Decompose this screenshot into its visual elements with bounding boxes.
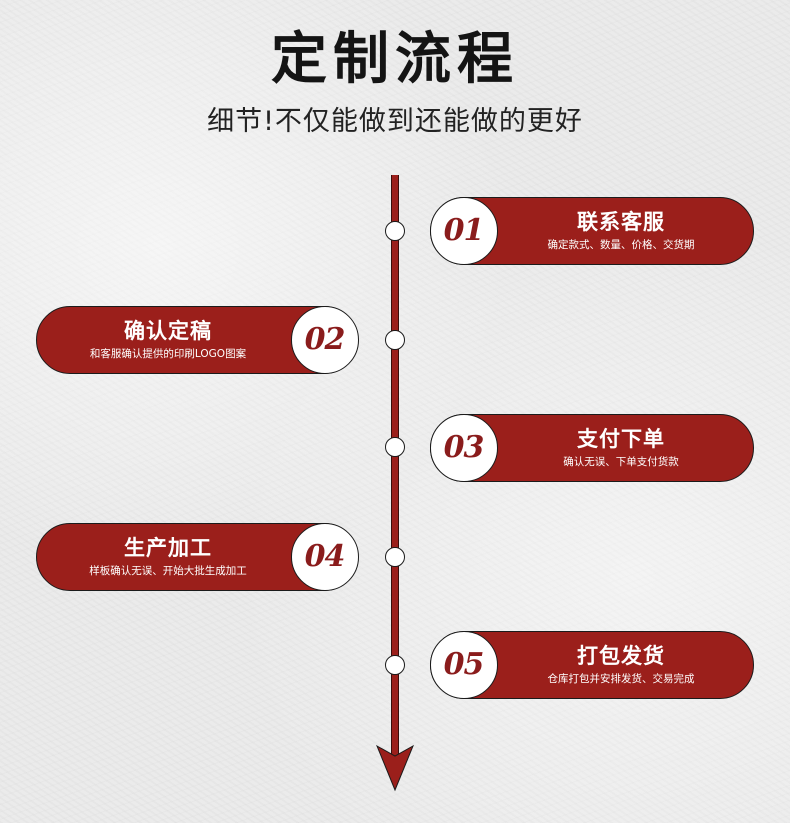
timeline-node-2 bbox=[385, 330, 405, 350]
step-description: 确认无误、下单支付货款 bbox=[563, 455, 679, 468]
step-card-5: 05 打包发货 仓库打包并安排发货、交易完成 bbox=[429, 630, 754, 699]
step-number-badge: 05 bbox=[429, 630, 498, 699]
step-description: 样板确认无误、开始大批生成加工 bbox=[89, 564, 247, 577]
step-number-badge: 02 bbox=[290, 305, 359, 374]
step-card-1: 01 联系客服 确定款式、数量、价格、交货期 bbox=[429, 196, 754, 265]
step-card-4: 生产加工 样板确认无误、开始大批生成加工 04 bbox=[36, 522, 359, 591]
step-title: 打包发货 bbox=[577, 643, 665, 668]
timeline-node-4 bbox=[385, 547, 405, 567]
step-number-badge: 01 bbox=[429, 196, 498, 265]
step-description: 确定款式、数量、价格、交货期 bbox=[547, 238, 695, 251]
step-number: 02 bbox=[304, 322, 346, 357]
step-description: 仓库打包并安排发货、交易完成 bbox=[547, 672, 695, 685]
step-card-2: 确认定稿 和客服确认提供的印刷LOGO图案 02 bbox=[36, 305, 359, 374]
step-number: 05 bbox=[443, 647, 485, 682]
step-number: 01 bbox=[443, 213, 485, 248]
page-title: 定制流程 bbox=[271, 26, 519, 92]
step-description: 和客服确认提供的印刷LOGO图案 bbox=[89, 347, 247, 360]
timeline-node-5 bbox=[385, 655, 405, 675]
step-title: 联系客服 bbox=[577, 209, 665, 234]
timeline-line bbox=[391, 175, 399, 760]
timeline-node-3 bbox=[385, 437, 405, 457]
step-title: 生产加工 bbox=[124, 535, 212, 560]
step-number: 03 bbox=[443, 430, 485, 465]
step-card-3: 03 支付下单 确认无误、下单支付货款 bbox=[429, 413, 754, 482]
step-title: 确认定稿 bbox=[124, 318, 212, 343]
arrow-down-icon bbox=[376, 744, 414, 792]
step-number: 04 bbox=[304, 539, 346, 574]
step-title: 支付下单 bbox=[577, 426, 665, 451]
step-number-badge: 03 bbox=[429, 413, 498, 482]
page-subtitle: 细节!不仅能做到还能做的更好 bbox=[207, 106, 583, 137]
step-number-badge: 04 bbox=[290, 522, 359, 591]
timeline-node-1 bbox=[385, 221, 405, 241]
